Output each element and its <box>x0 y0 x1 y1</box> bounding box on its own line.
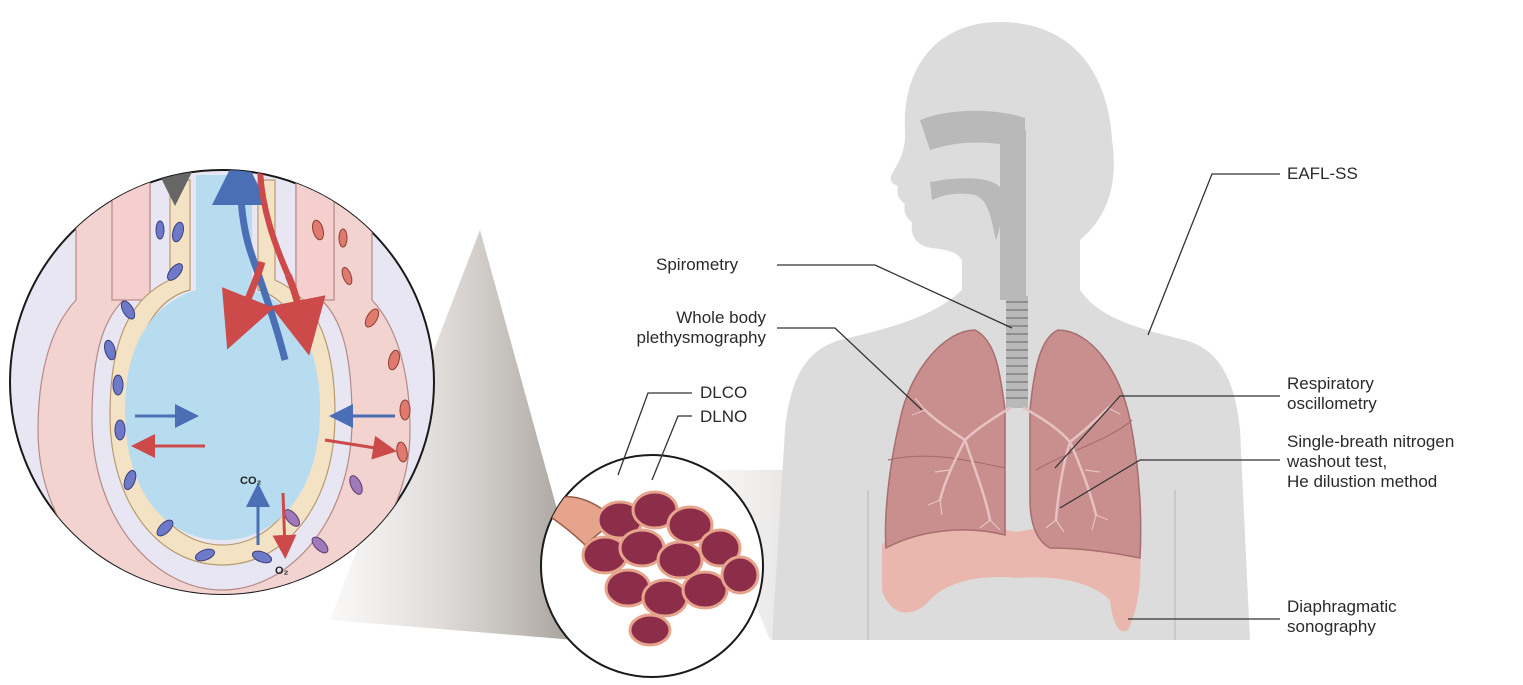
co2-label: CO₂ <box>240 475 262 487</box>
label-diaphragm-line2: sonography <box>1287 617 1397 637</box>
o2-label: O₂ <box>275 565 289 577</box>
leader-eafl <box>1148 174 1280 335</box>
label-respiratory-oscillometry: Respiratory oscillometry <box>1287 374 1377 414</box>
label-dlno: DLNO <box>700 407 747 427</box>
label-single-breath-nitrogen: Single-breath nitrogen washout test, He … <box>1287 432 1454 492</box>
o2-arrow <box>283 493 285 550</box>
label-respiratory-line2: oscillometry <box>1287 394 1377 414</box>
label-diaphragm-line1: Diaphragmatic <box>1287 597 1397 617</box>
label-sbn-line1: Single-breath nitrogen <box>1287 432 1454 452</box>
trachea <box>1006 296 1028 408</box>
label-eafl-ss: EAFL-SS <box>1287 164 1358 184</box>
label-whole-body-plethysmography: Whole body plethysmography <box>606 308 766 348</box>
label-sbn-line2: washout test, <box>1287 452 1454 472</box>
label-spirometry: Spirometry <box>656 255 738 275</box>
label-sbn-line3: He dilustion method <box>1287 472 1454 492</box>
label-whole-body-line2: plethysmography <box>606 328 766 348</box>
label-diaphragmatic-sonography: Diaphragmatic sonography <box>1287 597 1397 637</box>
alveolar-cluster-circle <box>541 455 763 677</box>
label-whole-body-line1: Whole body <box>606 308 766 328</box>
label-respiratory-line1: Respiratory <box>1287 374 1377 394</box>
label-dlco: DLCO <box>700 383 747 403</box>
